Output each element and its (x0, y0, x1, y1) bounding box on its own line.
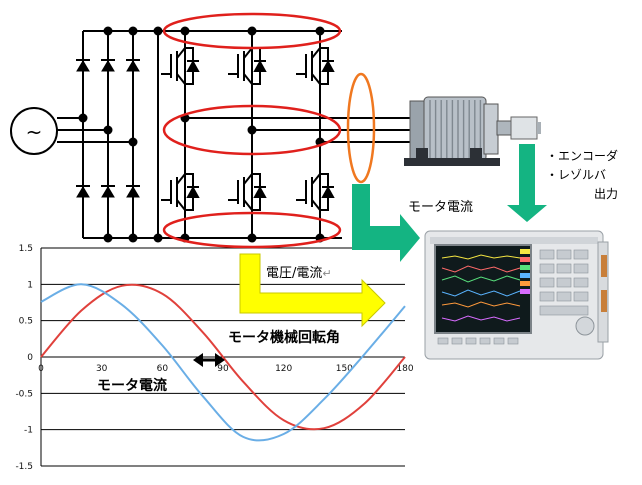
analyzer-knob (575, 316, 595, 336)
igbt-switch (228, 168, 267, 216)
x-tick-label: 150 (336, 364, 353, 374)
power-analyzer-icon (424, 230, 609, 360)
igbt-switch (296, 42, 335, 90)
igbt-switch (161, 168, 200, 216)
current-probe-ellipse (346, 72, 376, 184)
plot-motor-current-label: モータ電流 (97, 378, 167, 394)
x-tick-labels: 0 30 60 90 120 150 180 (38, 364, 414, 374)
rectifier-diode (126, 59, 140, 72)
encoder-label-line1: ・エンコーダ (546, 149, 619, 163)
resolver-label-line2: ・レゾルバ (546, 168, 607, 182)
voltage-current-label: 電圧/電流↵ (266, 266, 332, 281)
highlight-ellipses (162, 12, 342, 249)
junction-dot (103, 26, 113, 36)
junction-dot (128, 26, 138, 36)
y-tick-label: -1.5 (15, 462, 33, 472)
x-tick-label: 60 (157, 364, 169, 374)
junction-dot (180, 26, 190, 36)
y-tick-label: 0 (27, 353, 33, 363)
x-tick-label: 120 (275, 364, 292, 374)
x-tick-label: 90 (217, 364, 229, 374)
junction-dot (103, 125, 113, 135)
ac-source-icon: ~ (10, 107, 58, 155)
junction-dot (315, 26, 325, 36)
junction-dot (103, 233, 113, 243)
analyzer-keypad (539, 249, 589, 316)
y-tick-label: -0.5 (15, 389, 33, 399)
analyzer-bottom-buttons (437, 337, 519, 345)
junction-dot (247, 233, 257, 243)
encoder-output-arrow (507, 144, 547, 222)
highlight-ellipse-bottom (162, 211, 342, 249)
igbt-switch (161, 42, 200, 90)
junction-dot (153, 233, 163, 243)
y-tick-labels: 1.5 1 0.5 0 -0.5 -1 -1.5 (15, 244, 33, 472)
rectifier-diode (126, 185, 140, 198)
encoder-icon (510, 116, 541, 140)
junction-dot (247, 125, 257, 135)
return-mark: ↵ (322, 267, 332, 280)
analyzer-screen (434, 244, 532, 334)
y-tick-label: -1 (24, 426, 33, 436)
motor-current-label: モータ電流 (408, 200, 474, 215)
y-tick-label: 1.5 (19, 244, 33, 254)
motor-icon (404, 96, 512, 166)
junction-dot (153, 26, 163, 36)
analyzer-traces (441, 254, 521, 322)
motor-current-arrow (352, 184, 420, 262)
y-tick-label: 1 (27, 280, 33, 290)
x-tick-label: 180 (396, 364, 413, 374)
junction-dot (128, 137, 138, 147)
voltage-current-arrow (239, 253, 386, 328)
chart-gridlines (41, 247, 405, 467)
waveform-chart: 1.5 1 0.5 0 -0.5 -1 -1.5 0 30 60 90 120 150 180 (15, 244, 413, 472)
igbt-switches (161, 42, 335, 216)
output-label-line3: 出力 (594, 187, 619, 201)
rectifier-diode (101, 59, 115, 72)
highlight-ellipse-top (162, 12, 342, 50)
rectifier-diode (101, 185, 115, 198)
rectifier-diode (76, 185, 90, 198)
blue-waveform (40, 283, 406, 442)
rectifier-diode (76, 59, 90, 72)
phase-lag-arrow (193, 353, 225, 367)
junction-dots (78, 26, 325, 243)
rectifier-diodes (76, 59, 140, 198)
x-tick-label: 30 (96, 364, 108, 374)
y-tick-label: 0.5 (19, 317, 33, 327)
ac-source-symbol: ~ (26, 120, 43, 144)
igbt-switch (296, 168, 335, 216)
red-waveform (40, 283, 406, 431)
junction-dot (247, 26, 257, 36)
highlight-ellipse-middle (162, 104, 342, 156)
mechanical-angle-label: モータ機械回転角 (228, 330, 340, 346)
junction-dot (128, 233, 138, 243)
x-tick-label: 0 (38, 364, 44, 374)
analyzer-channel-colors (520, 249, 530, 294)
green-arrows (352, 144, 547, 262)
junction-dot (78, 113, 88, 123)
inverter-circuit (57, 30, 410, 239)
